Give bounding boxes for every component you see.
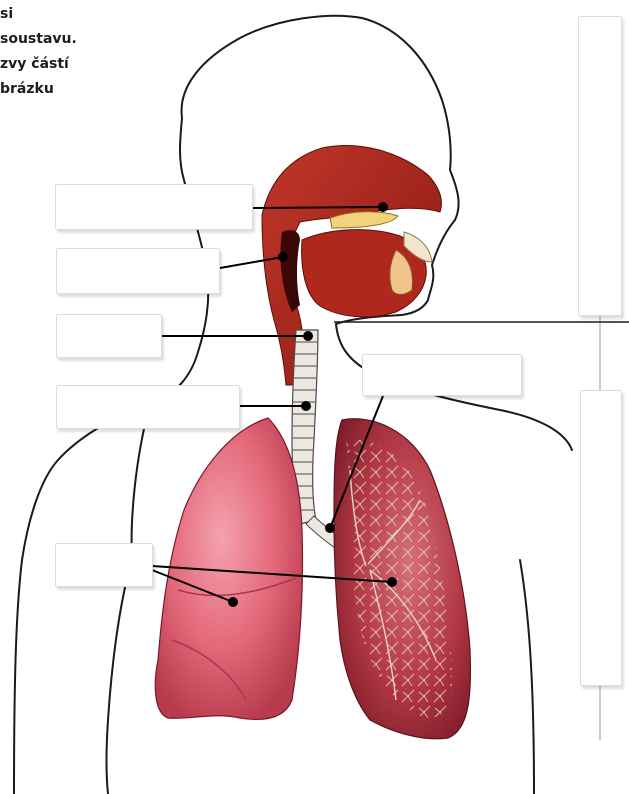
point-lung-right [387,577,397,587]
point-nasal-cavity [378,202,388,212]
label-box-trachea[interactable] [56,385,240,429]
nasal-cavity-shape [262,146,442,385]
label-box-column-top[interactable] [578,16,622,316]
label-box-column-bottom[interactable] [580,390,622,686]
label-box-nasal-cavity[interactable] [55,184,253,230]
label-box-nasopharynx[interactable] [56,248,220,294]
point-bronchus [325,523,335,533]
point-larynx [303,331,313,341]
left-lung-shape [155,418,302,719]
point-nasopharynx [278,252,288,262]
point-trachea [301,401,311,411]
label-box-lungs[interactable] [55,543,153,587]
label-box-bronchus[interactable] [362,354,522,396]
point-lung-left [228,597,238,607]
label-box-larynx[interactable] [56,314,162,358]
